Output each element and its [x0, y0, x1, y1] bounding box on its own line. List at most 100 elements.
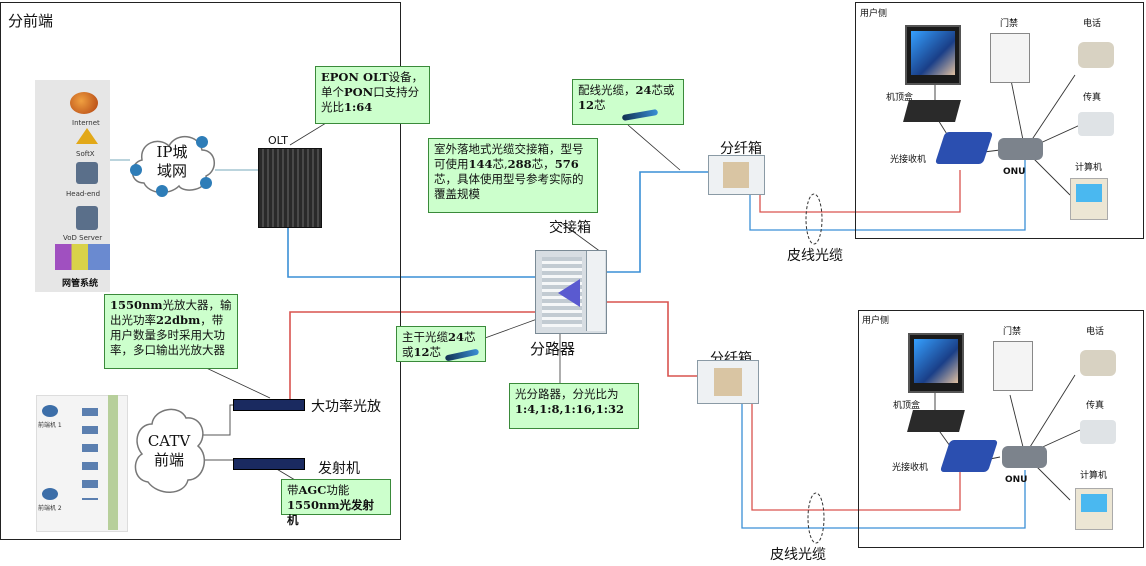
dist-note-24: 24 — [635, 83, 652, 97]
computer-label-upper: 计算机 — [1075, 163, 1103, 173]
cabinet-label: 交接箱 — [549, 220, 591, 236]
catv-cloud-label: CATV 前端 — [138, 432, 200, 470]
trunk-note-text2: 芯或 — [402, 330, 476, 359]
transmitter-callout: 带AGC功能 1550nm光发射机 — [281, 479, 391, 527]
tv-icon-lower — [908, 333, 964, 393]
ip-cloud-label: IP城 域网 — [146, 143, 198, 181]
tv-screen-upper — [911, 31, 955, 75]
tv-icon-upper — [905, 25, 961, 85]
splitter-callout: 光分路器，分光比为1:4,1:8,1:16,1:32 — [509, 383, 639, 429]
onu-icon-upper — [998, 138, 1043, 160]
trunk-note-text3: 芯 — [429, 345, 442, 359]
access-control-label-lower: 门禁 — [1003, 327, 1022, 337]
catv-small-label-1: 前端机 1 — [38, 422, 62, 429]
phone-label-upper: 电话 — [1083, 19, 1102, 29]
onu-label-lower: ONU — [1005, 475, 1028, 485]
ip-cloud-line1: IP城 — [156, 143, 188, 161]
olt-note-text2: 口支持分光比 — [321, 85, 420, 114]
cabinet-door — [586, 251, 605, 331]
fiber-box-upper-inner — [723, 162, 749, 188]
fiber-box-lower-inner — [714, 368, 742, 396]
onu-label-upper: ONU — [1003, 167, 1026, 177]
amplifier-device[interactable] — [233, 399, 305, 411]
cabinet-note-text3: 芯， — [531, 157, 555, 171]
computer-label-lower: 计算机 — [1080, 471, 1108, 481]
drop-cable-label-lower: 皮线光缆 — [770, 547, 826, 563]
catv-router-icon-2 — [42, 488, 58, 500]
splitter-note-ratios: 1:4,1:8,1:16,1:32 — [515, 402, 625, 416]
transmitter-device[interactable] — [233, 458, 305, 470]
olt-note-pon: PON — [344, 85, 374, 99]
dist-note-text3: 芯 — [594, 98, 606, 112]
tx-note-suffix: 功能 — [326, 483, 350, 497]
cabinet-note-576: 576 — [554, 157, 579, 171]
fiber-box-lower[interactable] — [697, 360, 759, 404]
catv-cloud-line1: CATV — [147, 432, 191, 450]
softx-icon — [76, 128, 98, 144]
catv-cloud-shape — [134, 408, 206, 493]
cabinet-note-text2: 芯, — [492, 157, 508, 171]
amp-note-text2: ，带用户数量多时采用大功率，多口输出光放大器 — [110, 313, 225, 357]
phone-icon-lower — [1080, 350, 1116, 376]
vod-server-icon — [76, 206, 98, 230]
tx-note-line2: 1550nm光发射机 — [287, 498, 375, 527]
cabinet-note-text4: 芯，具体使用型号参考实际的覆盖规模 — [434, 172, 584, 201]
fiber-cabinet-device[interactable] — [535, 250, 607, 334]
trunk-note-12: 12 — [413, 345, 430, 359]
headend-panel — [0, 2, 401, 540]
cabinet-splitter-arrow — [558, 279, 580, 307]
user-side-panel-upper — [855, 2, 1144, 239]
service-label-vod: VoD Server — [63, 234, 103, 242]
amp-note-text1: 光放大器，输出光功率 — [110, 298, 232, 327]
headend-title: 分前端 — [8, 12, 54, 30]
fiber-box-label-upper: 分纤箱 — [720, 141, 762, 157]
amp-note-power: 22dbm — [156, 313, 201, 327]
fax-icon-lower — [1080, 420, 1116, 444]
amplifier-callout: 1550nm光放大器，输出光功率22dbm，带用户数量多时采用大功率，多口输出光… — [104, 294, 238, 369]
amp-note-wavelength: 1550nm — [110, 298, 163, 312]
olt-device[interactable] — [258, 148, 322, 228]
access-control-icon-lower — [993, 341, 1033, 391]
catv-cloud-line2: 前端 — [153, 451, 184, 469]
splitter-note-text: 光分路器，分光比为 — [515, 387, 619, 401]
stb-icon-lower — [907, 410, 965, 432]
dist-note-12: 12 — [578, 98, 595, 112]
tx-note-prefix: 带 — [287, 483, 299, 497]
olt-note-text1: 设备，单个 — [321, 70, 424, 99]
computer-icon-lower — [1075, 488, 1113, 530]
access-control-label-upper: 门禁 — [1000, 19, 1019, 29]
tv-screen-lower — [914, 339, 958, 383]
user-side-panel-lower — [858, 310, 1144, 548]
cabinet-callout: 室外落地式光缆交接箱，型号可使用144芯,288芯，576芯，具体使用型号参考实… — [428, 138, 598, 213]
transceiver-label-upper: 光接收机 — [890, 155, 927, 165]
olt-note-model: EPON OLT — [321, 70, 389, 84]
user-side-title-upper: 用户侧 — [860, 9, 888, 19]
cabinet-note-text1: 室外落地式光缆交接箱，型号可使用 — [434, 142, 584, 171]
access-control-icon-upper — [990, 33, 1030, 83]
fax-icon-upper — [1078, 112, 1114, 136]
computer-screen-upper — [1076, 184, 1102, 202]
fiber-box-upper[interactable] — [708, 155, 765, 195]
splitter-label: 分路器 — [530, 340, 576, 358]
tx-note-agc: AGC — [298, 483, 327, 497]
cabinet-note-144: 144 — [468, 157, 493, 171]
fax-label-upper: 传真 — [1083, 93, 1102, 103]
computer-screen-lower — [1081, 494, 1107, 512]
phone-label-lower: 电话 — [1086, 327, 1105, 337]
transceiver-label-lower: 光接收机 — [892, 463, 929, 473]
transmitter-label: 发射机 — [318, 461, 360, 477]
trunk-note-24: 24 — [448, 330, 465, 344]
fax-label-lower: 传真 — [1086, 401, 1105, 411]
internet-icon — [70, 92, 98, 114]
catv-bus-bar — [108, 395, 118, 530]
stb-icon-upper — [903, 100, 961, 122]
service-label-softx: SoftX — [76, 150, 95, 158]
stb-label-upper: 机顶盒 — [886, 93, 914, 103]
nms-label: 网管系统 — [62, 279, 99, 289]
phone-icon-upper — [1078, 42, 1114, 68]
amplifier-label: 大功率光放 — [311, 399, 381, 415]
trunk-cable-callout: 主干光缆24芯或12芯 — [396, 326, 486, 362]
computer-icon-upper — [1070, 178, 1108, 220]
service-label-headend: Head-end — [66, 190, 101, 198]
